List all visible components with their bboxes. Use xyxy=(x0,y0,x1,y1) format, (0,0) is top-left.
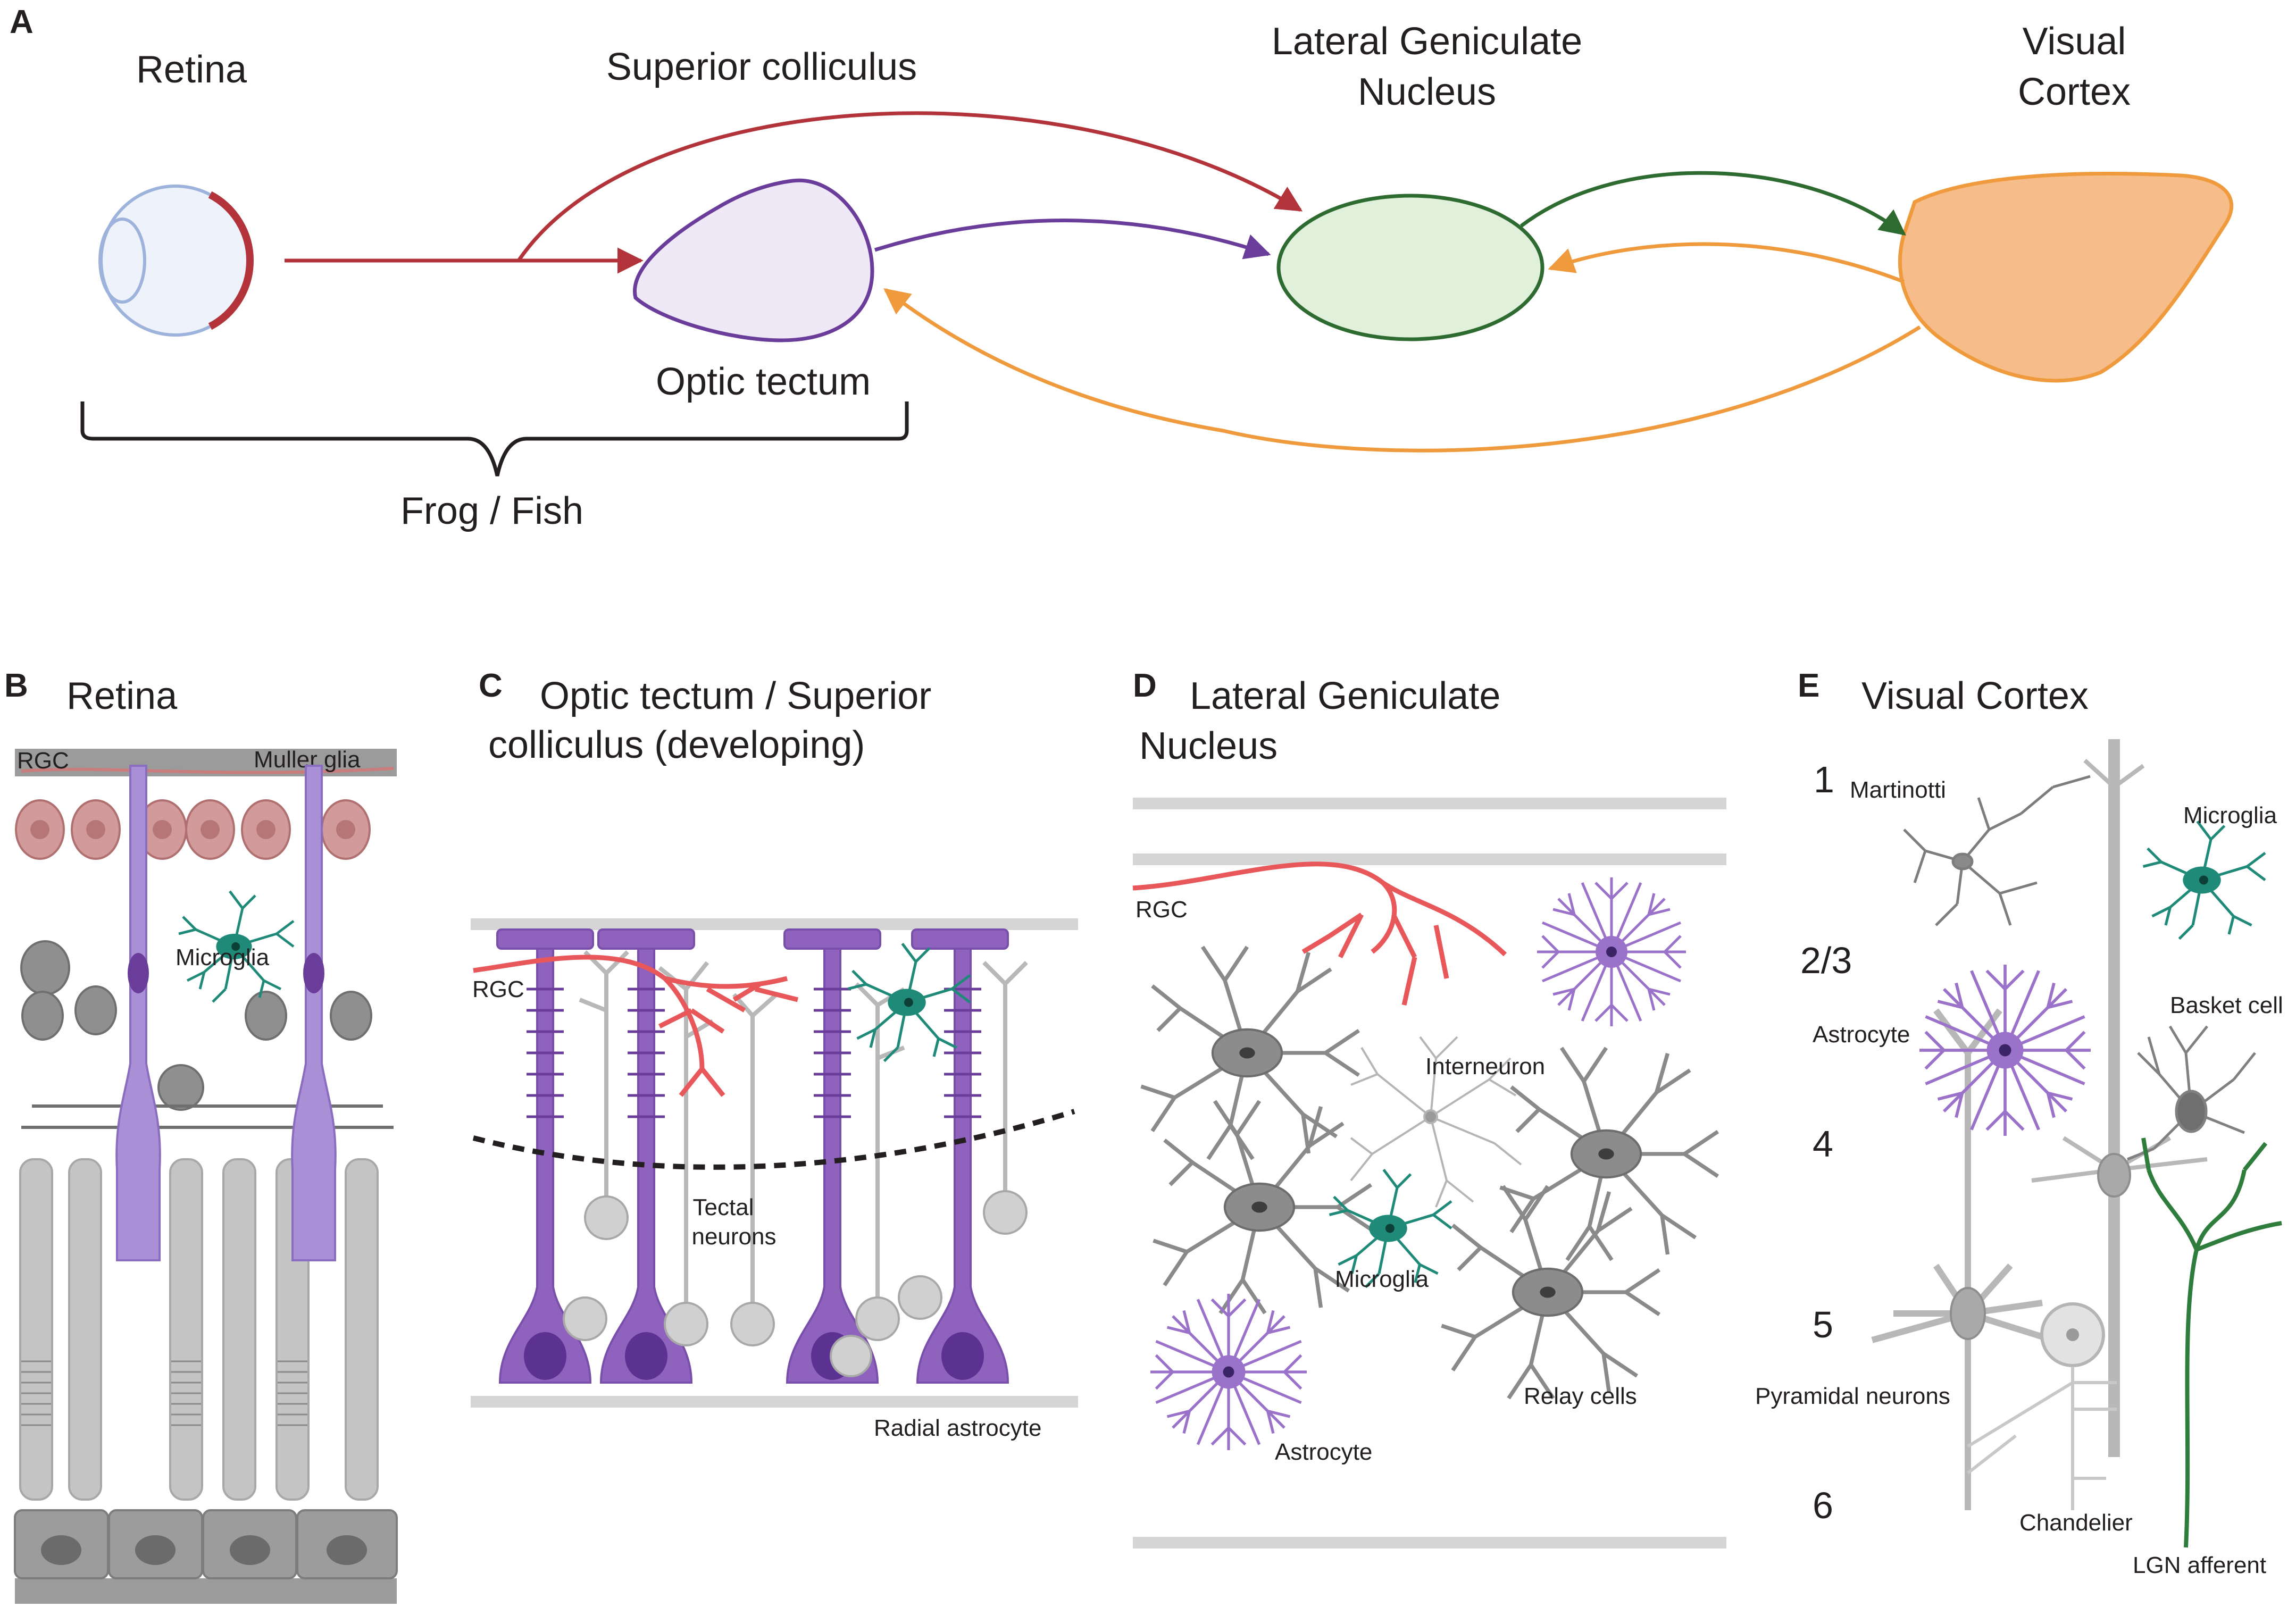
lgn-boundary-2 xyxy=(1133,853,1726,865)
panel-e-astrocyte-label: Astrocyte xyxy=(1813,1022,1910,1048)
cortex-to-lgn-arrow xyxy=(1548,242,1905,284)
panel-e-microglia-label: Microglia xyxy=(2183,802,2277,828)
panel-c-dashed-boundary xyxy=(472,1109,1075,1170)
panel-d-title-line1: Lateral Geniculate xyxy=(1190,675,1500,717)
lgn-label-line1: Lateral Geniculate xyxy=(1272,20,1582,63)
muller-glia xyxy=(115,765,337,1261)
pyramidal-neurons xyxy=(1871,739,2208,1510)
basket-cell xyxy=(2127,1025,2256,1161)
tectal-neurons-label-line1: Tectal xyxy=(693,1194,754,1220)
lgn-shape xyxy=(1276,194,1544,341)
tectal-neurons-label-line2: neurons xyxy=(691,1224,776,1250)
lgn-to-cortex-arrow xyxy=(1519,171,1906,236)
panel-d-rgc-label: RGC xyxy=(1136,897,1188,923)
lgn-afferent-label: LGN afferent xyxy=(2133,1552,2266,1578)
panel-d-astrocyte-label: Astrocyte xyxy=(1275,1439,1372,1465)
radial-astrocytes xyxy=(496,928,1009,1384)
cortex-to-tectum-arrow xyxy=(883,288,1921,453)
panel-a-letter: A xyxy=(10,4,34,40)
panel-c-title-line2: colliculus (developing) xyxy=(488,724,865,766)
panel-e-title: Visual Cortex xyxy=(1861,675,2089,717)
relay-cell xyxy=(1500,1048,1718,1260)
lgn-afferent-axon xyxy=(2141,1137,2282,1548)
panel-b-letter: B xyxy=(4,667,28,704)
cortex-astrocyte xyxy=(1919,965,2091,1136)
tectum-top-boundary xyxy=(471,918,1078,930)
relay-cells-label: Relay cells xyxy=(1524,1383,1637,1409)
optic-tectum-label: Optic tectum xyxy=(656,361,871,403)
panel-c: C Optic tectum / Superior colliculus (de… xyxy=(471,667,1078,1441)
layer-4-label: 4 xyxy=(1813,1123,1833,1165)
visual-cortex-label-line2: Cortex xyxy=(2018,71,2131,113)
panel-a: A Retina Superior colliculus Lateral Gen… xyxy=(10,4,2234,532)
panel-c-title-line1: Optic tectum / Superior xyxy=(540,675,931,717)
tectum-bottom-boundary xyxy=(471,1396,1078,1408)
panel-d-rgc-axon xyxy=(1132,861,1507,1006)
relay-cell xyxy=(1141,947,1359,1159)
relay-cell xyxy=(1442,1186,1660,1399)
panel-c-rgc-label: RGC xyxy=(472,976,524,1002)
layer-1-label: 1 xyxy=(1814,759,1834,800)
panel-e-microglia-cell xyxy=(2143,822,2266,939)
lgn-label-line2: Nucleus xyxy=(1358,71,1496,113)
basket-cell-label: Basket cell xyxy=(2170,992,2283,1018)
optic-tectum-shape xyxy=(633,178,874,342)
layer-2-3-label: 2/3 xyxy=(1800,940,1852,981)
panel-d-microglia-label: Microglia xyxy=(1335,1266,1429,1292)
eye-icon xyxy=(98,185,254,337)
superior-colliculus-label: Superior colliculus xyxy=(606,46,917,88)
visual-cortex-label-line1: Visual xyxy=(2023,20,2126,63)
martinotti-label: Martinotti xyxy=(1850,777,1946,803)
layer-6-label: 6 xyxy=(1813,1485,1833,1526)
panel-d: D Lateral Geniculate Nucleus RGC Interne… xyxy=(1132,667,1726,1549)
panel-b-microglia-label: Microglia xyxy=(176,944,270,970)
radial-astrocyte-label: Radial astrocyte xyxy=(874,1415,1041,1441)
pyramidal-neurons-label: Pyramidal neurons xyxy=(1755,1383,1950,1409)
visual-cortex-shape xyxy=(1898,172,2234,383)
lgn-boundary-1 xyxy=(1133,798,1726,809)
panel-c-letter: C xyxy=(479,667,503,704)
panel-e-letter: E xyxy=(1798,667,1819,704)
lgn-astrocyte-top xyxy=(1537,877,1686,1026)
panel-b-rgc-label: RGC xyxy=(17,748,69,774)
retina-bottom-membrane xyxy=(15,1578,397,1604)
lgn-astrocyte-bottom xyxy=(1150,1294,1307,1450)
panel-c-rgc-axon xyxy=(473,955,799,1097)
layer-5-label: 5 xyxy=(1813,1304,1833,1345)
panel-e: E Visual Cortex 1 2/3 4 5 6 Martinotti M… xyxy=(1755,667,2283,1578)
chandelier-label: Chandelier xyxy=(2019,1510,2133,1536)
retina-label: Retina xyxy=(136,48,247,91)
panel-b: B Retina RGC Muller glia xyxy=(4,667,398,1604)
panel-d-letter: D xyxy=(1133,667,1157,704)
frog-fish-brace xyxy=(80,401,909,476)
panel-d-title-line2: Nucleus xyxy=(1139,725,1278,767)
martinotti-cell xyxy=(1903,775,2091,926)
radial-astrocyte-spines xyxy=(527,987,981,1118)
lgn-interneuron xyxy=(1350,1036,1522,1208)
frog-fish-label: Frog / Fish xyxy=(400,490,583,532)
interneuron-label: Interneuron xyxy=(1425,1053,1545,1079)
panel-c-microglia-cell xyxy=(848,944,971,1061)
panel-b-title: Retina xyxy=(66,675,178,717)
retina-interneuron-rows xyxy=(20,940,372,1111)
retina-to-lgn-arrow xyxy=(517,111,1303,262)
tectum-to-lgn-arrow xyxy=(874,219,1271,260)
chandelier-cell xyxy=(1967,1302,2117,1510)
lgn-boundary-3 xyxy=(1133,1537,1726,1549)
